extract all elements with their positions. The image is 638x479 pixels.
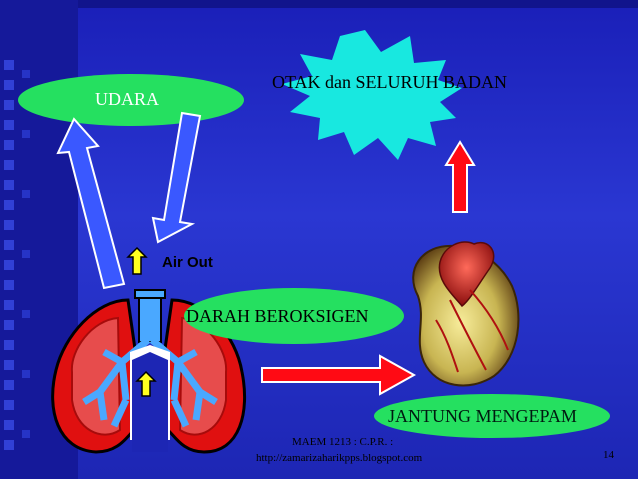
decor-square bbox=[4, 440, 14, 450]
jantung-ellipse bbox=[374, 394, 610, 438]
decor-square bbox=[4, 360, 14, 370]
decor-square bbox=[4, 280, 14, 290]
lungs-illustration bbox=[51, 289, 247, 454]
yellow-up-arrow-icon bbox=[126, 246, 148, 275]
heart-illustration bbox=[412, 241, 520, 387]
air-out-label: Air Out bbox=[162, 254, 213, 271]
udara-label: UDARA bbox=[95, 89, 160, 109]
jantung-label: JANTUNG MENGEPAM bbox=[388, 406, 577, 426]
decor-square bbox=[4, 80, 14, 90]
blue-up-arrow-icon bbox=[56, 117, 126, 290]
otak-starburst bbox=[282, 30, 462, 160]
decor-square bbox=[22, 190, 30, 198]
footer-course-code: MAEM 1213 : C.P.R. : bbox=[292, 436, 394, 448]
decor-square bbox=[22, 370, 30, 378]
decor-square bbox=[4, 240, 14, 250]
top-decor-strip bbox=[78, 0, 638, 8]
darah-label: DARAH BEROKSIGEN bbox=[186, 306, 369, 326]
decor-square bbox=[4, 400, 14, 410]
decor-square bbox=[4, 260, 14, 270]
decor-square bbox=[4, 100, 14, 110]
decor-square bbox=[4, 180, 14, 190]
decor-square bbox=[4, 220, 14, 230]
blue-down-arrow-icon bbox=[151, 111, 202, 244]
yellow-up-arrow-icon-inner bbox=[135, 370, 157, 397]
decor-square bbox=[4, 320, 14, 330]
decor-square bbox=[22, 250, 30, 258]
darah-ellipse bbox=[184, 288, 404, 344]
decor-square bbox=[4, 420, 14, 430]
red-right-arrow-icon bbox=[261, 354, 417, 396]
decor-square bbox=[4, 140, 14, 150]
decor-square bbox=[4, 200, 14, 210]
decor-square bbox=[4, 160, 14, 170]
decor-square bbox=[4, 60, 14, 70]
red-up-arrow-icon bbox=[444, 140, 476, 213]
decor-square bbox=[22, 70, 30, 78]
decor-square bbox=[22, 130, 30, 138]
footer-url: http://zamarizaharikpps.blogspot.com bbox=[256, 452, 423, 464]
decor-square bbox=[4, 340, 14, 350]
page-number: 14 bbox=[603, 449, 614, 461]
otak-label: OTAK dan SELURUH BADAN bbox=[272, 72, 508, 92]
decor-square bbox=[22, 430, 30, 438]
decor-square bbox=[4, 300, 14, 310]
decor-square bbox=[4, 380, 14, 390]
decor-square bbox=[4, 120, 14, 130]
decor-square bbox=[22, 310, 30, 318]
